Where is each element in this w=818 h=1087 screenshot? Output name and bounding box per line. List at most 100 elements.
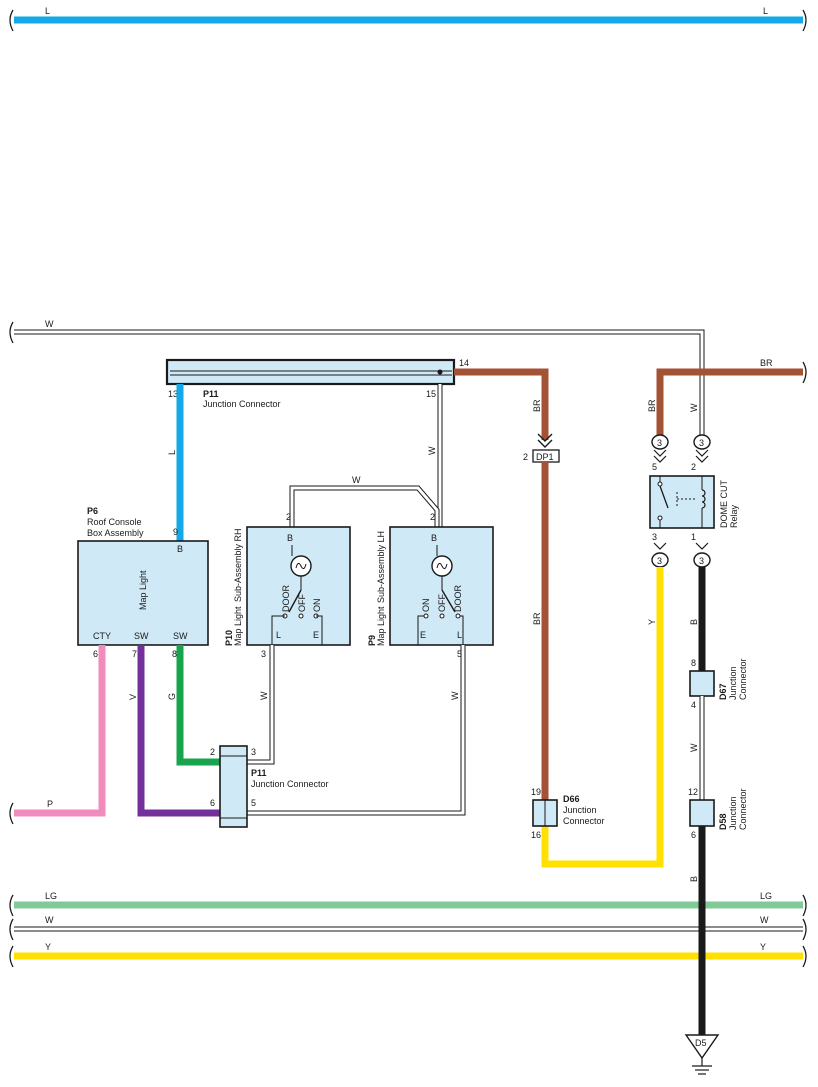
w-cross-wire: W 2 2 (286, 475, 440, 527)
component-code: P9 (367, 635, 377, 646)
svg-text:ON: ON (421, 599, 431, 613)
svg-text:5: 5 (457, 649, 462, 659)
p-wire: P (9, 645, 106, 825)
lamp-icon (290, 555, 312, 577)
y-wire: Y (541, 567, 664, 868)
svg-text:CTY: CTY (93, 631, 111, 641)
p11-bottom-connector: 2 3 6 5 P11 Junction Connector (210, 745, 329, 828)
dome-cut-relay: 3 3 5 2 DOME CUT Relay 3 1 (649, 434, 739, 568)
bus-label-right: Y (760, 942, 766, 952)
svg-text:DOOR: DOOR (453, 584, 463, 612)
svg-text:SW: SW (173, 631, 188, 641)
component-code: P6 (87, 506, 98, 516)
bus-label-left: Y (45, 942, 51, 952)
svg-text:Connector: Connector (738, 788, 748, 830)
svg-text:DOOR: DOOR (281, 584, 291, 612)
svg-text:6: 6 (691, 830, 696, 840)
svg-text:DP1: DP1 (536, 452, 554, 462)
b-d58-wire: B (689, 826, 706, 1035)
svg-text:Roof Console: Roof Console (87, 517, 142, 527)
svg-text:L: L (276, 630, 281, 640)
wire-label: P (47, 799, 53, 809)
svg-text:3: 3 (657, 438, 662, 448)
relay-coil-icon (676, 476, 706, 528)
wire-label: L (167, 450, 177, 455)
wire-label: Y (647, 619, 657, 625)
br-relay-wire: BR BR W (647, 358, 807, 440)
break-mark-right (802, 9, 807, 32)
svg-text:Map Light: Map Light (138, 570, 148, 610)
d67-connector: 8 4 D67 Junction Connector (689, 658, 748, 710)
svg-text:B: B (287, 533, 293, 543)
svg-text:ON: ON (312, 599, 322, 613)
svg-text:B: B (177, 544, 183, 554)
p10-map-light-rh: B DOOR OFF ON L E P10 Map Light Sub-Asse… (224, 526, 351, 659)
svg-text:3: 3 (251, 747, 256, 757)
svg-text:6: 6 (93, 649, 98, 659)
wire-label: V (128, 694, 138, 700)
connector-name: Junction Connector (251, 779, 329, 789)
p6-roof-console: P6 Roof Console Box Assembly B Map Light… (77, 506, 209, 659)
break-mark-left (9, 9, 14, 32)
svg-text:2: 2 (691, 462, 696, 472)
svg-text:E: E (420, 630, 426, 640)
svg-text:2: 2 (286, 512, 291, 522)
svg-text:12: 12 (688, 787, 698, 797)
svg-text:Sub-Assembly LH: Sub-Assembly LH (376, 531, 386, 603)
top-w-wire: W (9, 319, 705, 440)
w-p10-wire: W (247, 645, 275, 765)
g-wire: G (167, 645, 220, 766)
svg-text:Junction: Junction (728, 796, 738, 830)
svg-text:Box Assembly: Box Assembly (87, 528, 144, 538)
svg-text:E: E (313, 630, 319, 640)
ground-code: D5 (695, 1038, 707, 1048)
l-p6-wire: L 9 (167, 384, 184, 541)
top-l-bus: L L (9, 6, 807, 32)
wire-label: W (450, 691, 460, 700)
svg-text:13: 13 (168, 389, 178, 399)
b-relay-wire: B (689, 567, 706, 671)
svg-text:L: L (457, 630, 462, 640)
bus-label-right: L (763, 6, 768, 16)
svg-text:2: 2 (210, 747, 215, 757)
bus-label-left: L (45, 6, 50, 16)
wire-label: W (427, 446, 437, 455)
wire-label: W (352, 475, 361, 485)
wire-label: BR (647, 399, 657, 412)
component-code: P10 (224, 630, 234, 646)
svg-text:Sub-Assembly RH: Sub-Assembly RH (233, 528, 243, 602)
connector-code: D67 (718, 683, 728, 700)
svg-text:Map Light: Map Light (376, 606, 386, 646)
wire-label: B (689, 876, 699, 882)
switch-icon (657, 476, 669, 528)
bus-label-right: W (760, 915, 769, 925)
svg-text:19: 19 (531, 787, 541, 797)
svg-text:4: 4 (691, 700, 696, 710)
wire-label: W (689, 743, 699, 752)
svg-text:OFF: OFF (437, 594, 447, 612)
wire-label: BR (532, 399, 542, 412)
connector-name: Junction Connector (203, 399, 281, 409)
svg-text:5: 5 (251, 798, 256, 808)
d58-connector: 12 6 D58 Junction Connector (688, 787, 748, 840)
ground-icon: D5 (684, 1034, 720, 1075)
relay-name: DOME CUT (719, 480, 729, 528)
svg-text:Junction: Junction (728, 666, 738, 700)
svg-text:16: 16 (531, 830, 541, 840)
w-p11-15-wire: W (427, 384, 443, 527)
wire-label: W (689, 403, 699, 412)
bottom-buses: LG LG W W Y Y (9, 891, 807, 968)
connector-code: P11 (251, 768, 267, 778)
bus-label-left: LG (45, 891, 57, 901)
svg-text:14: 14 (459, 358, 469, 368)
svg-text:3: 3 (699, 438, 704, 448)
wire-label: W (45, 319, 54, 329)
svg-text:2: 2 (523, 452, 528, 462)
svg-text:B: B (431, 533, 437, 543)
svg-text:7: 7 (132, 649, 137, 659)
wire-label: G (167, 693, 177, 700)
svg-text:3: 3 (652, 532, 657, 542)
svg-text:Connector: Connector (563, 816, 605, 826)
bus-label-left: W (45, 915, 54, 925)
